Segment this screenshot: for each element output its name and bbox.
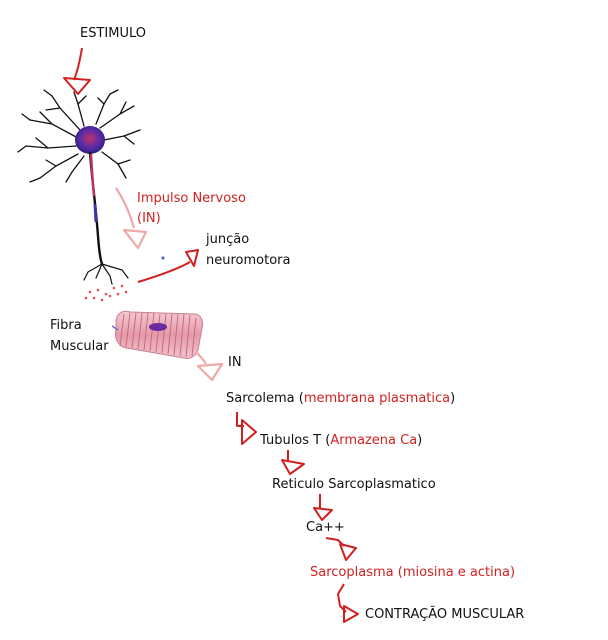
arrow-tubulos-to-reticulo bbox=[281, 450, 305, 475]
calcium-label: Ca++ bbox=[306, 520, 345, 535]
impulse-arrow bbox=[115, 187, 148, 250]
junction-label-line2: neuromotora bbox=[206, 253, 291, 268]
synaptic-vesicles bbox=[84, 284, 128, 302]
sarcoplasm-label: Sarcoplasma (miosina e actina) bbox=[310, 565, 516, 580]
neuron bbox=[17, 89, 141, 302]
arrow-reticulo-to-ca bbox=[313, 494, 333, 521]
arrow-sarcoplasma-to-contracao bbox=[337, 583, 359, 623]
neuron-cell-body bbox=[75, 126, 105, 154]
nerve-impulse-label-line2: (IN) bbox=[137, 211, 161, 226]
arrow-ca-to-sarcoplasma bbox=[325, 537, 357, 561]
stimulus-label: ESTIMULO bbox=[80, 26, 146, 41]
t-tubules-label: Tubulos T (Armazena Ca) bbox=[260, 433, 423, 448]
contraction-label: CONTRAÇÃO MUSCULAR bbox=[365, 607, 525, 622]
fiber-arrow bbox=[195, 351, 224, 382]
reticulum-label: Reticulo Sarcoplasmatico bbox=[272, 477, 436, 492]
sarcolemma-label: Sarcolema (membrana plasmatica) bbox=[226, 391, 456, 406]
in-label: IN bbox=[228, 355, 242, 370]
junction-arrow bbox=[137, 249, 199, 283]
muscle-fiber bbox=[111, 310, 203, 359]
muscle-fiber-label-line2: Muscular bbox=[50, 339, 109, 354]
junction-label-line1: junção bbox=[206, 232, 250, 247]
arrow-sarcolema-to-tubulos bbox=[236, 412, 257, 445]
nerve-impulse-label-line1: Impulso Nervoso bbox=[137, 191, 246, 206]
stimulus-arrow bbox=[63, 47, 91, 95]
axon-terminals bbox=[83, 263, 129, 285]
neuron-dendrites bbox=[17, 89, 141, 183]
muscle-fiber-label-line1: Fibra bbox=[50, 318, 82, 333]
